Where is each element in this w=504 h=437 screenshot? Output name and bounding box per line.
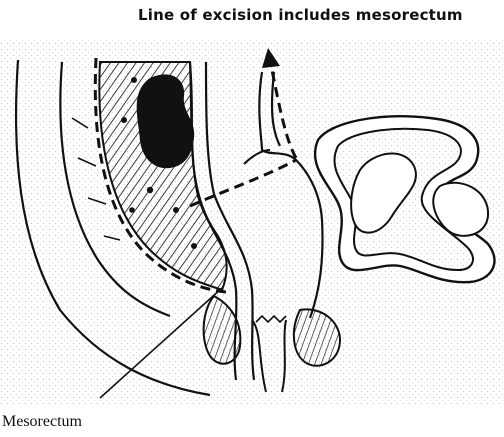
excision-line-label: Line of excision includes mesorectum [138, 6, 498, 24]
mesorectum-label: Mesorectum [2, 413, 82, 431]
